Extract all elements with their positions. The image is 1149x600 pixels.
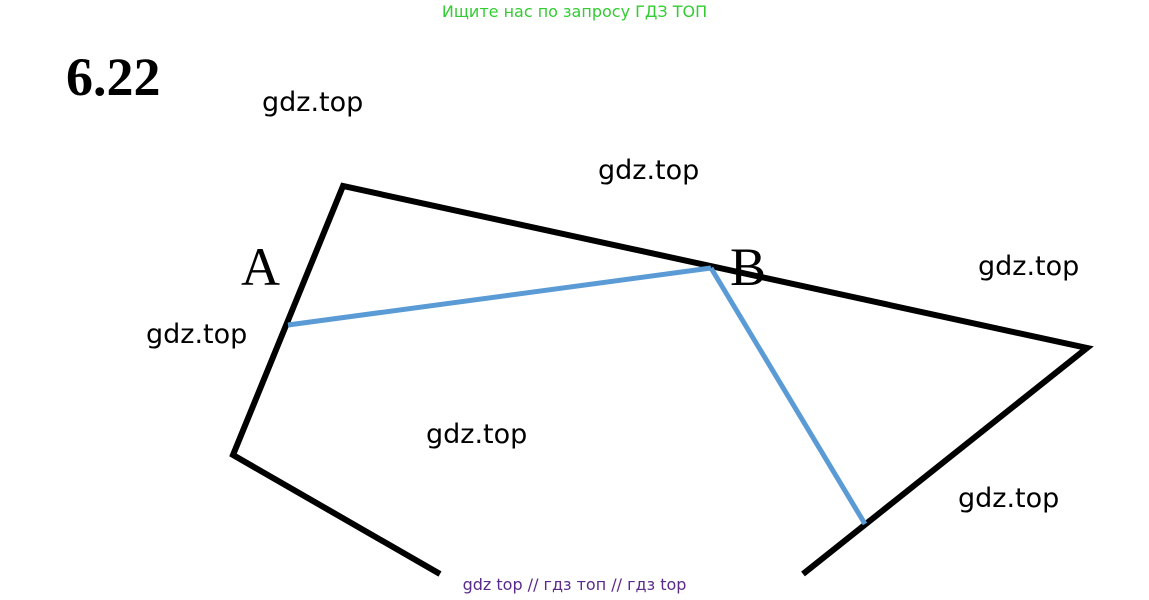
polygon-outline	[229, 182, 1094, 577]
point-label-a: A	[241, 237, 280, 297]
watermark: gdz.top	[146, 319, 248, 350]
watermark: gdz.top	[262, 87, 364, 118]
watermark: gdz.top	[958, 483, 1060, 514]
watermark: gdz.top	[426, 419, 528, 450]
footer-watermark: gdz top // гдз топ // гдз top	[462, 575, 687, 594]
problem-number: 6.22	[66, 47, 161, 107]
watermark: gdz.top	[598, 155, 700, 186]
segment-b-down	[708, 266, 868, 526]
search-banner: Ищите нас по запросу ГДЗ ТОП	[441, 2, 708, 21]
segment-a-b	[287, 265, 712, 328]
point-label-b: B	[730, 237, 766, 297]
watermark: gdz.top	[978, 251, 1080, 282]
